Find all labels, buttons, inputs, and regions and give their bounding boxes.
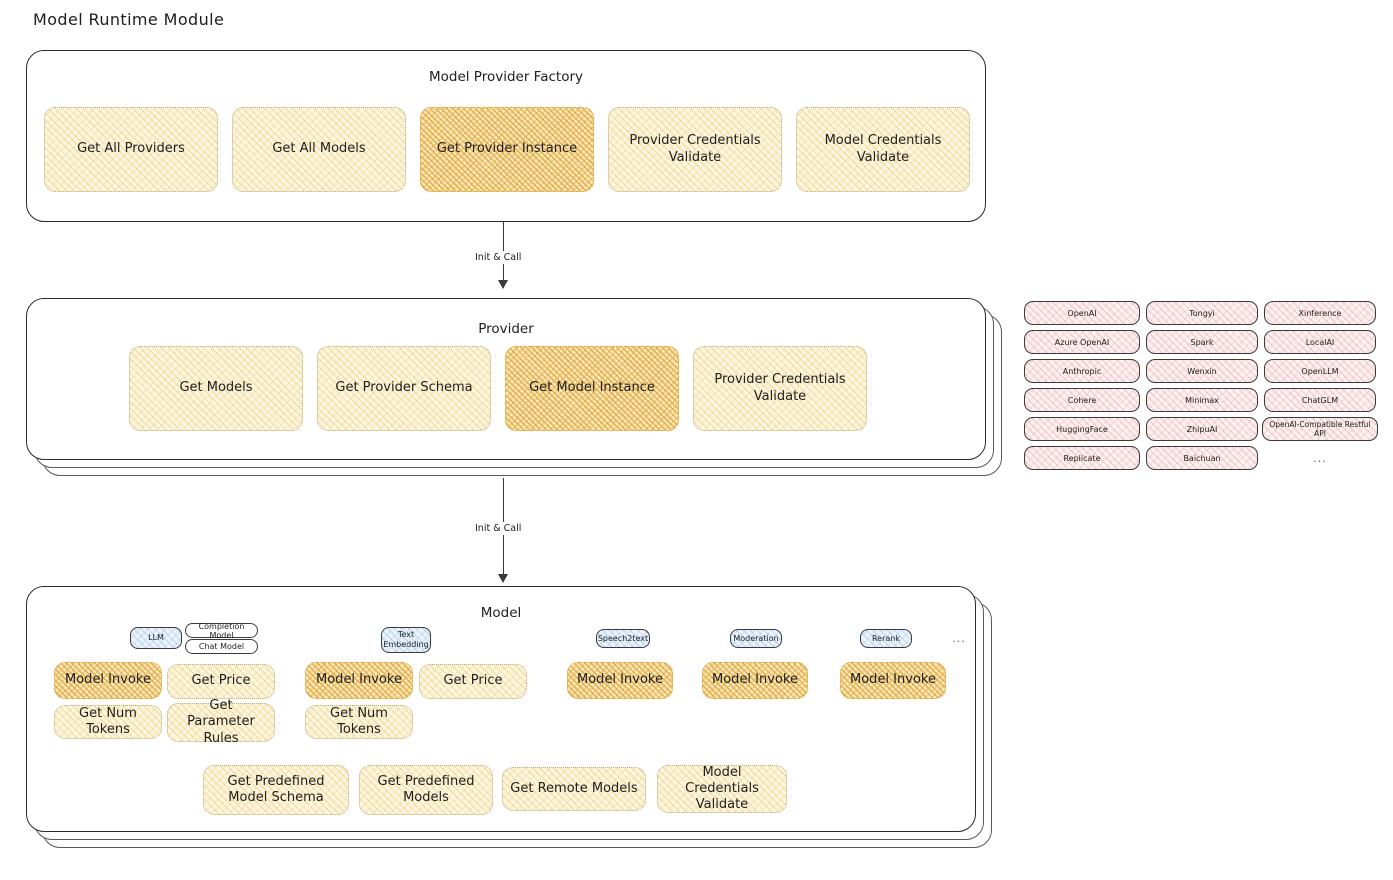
provider-node-get-models[interactable]: Get Models <box>129 346 303 431</box>
provider-chip-spark[interactable]: Spark <box>1146 330 1258 354</box>
model-title: Model <box>480 605 522 621</box>
provider-chip-chatglm[interactable]: ChatGLM <box>1264 388 1376 412</box>
provider-chip-wenxin[interactable]: Wenxin <box>1146 359 1258 383</box>
provider-node-provider-credentials-validate[interactable]: Provider Credentials Validate <box>693 346 867 431</box>
model-common-method-get-remote-models[interactable]: Get Remote Models <box>502 767 646 811</box>
model-type-chip-rerank[interactable]: Rerank <box>860 629 912 648</box>
provider-chip-azure-openai[interactable]: Azure OpenAI <box>1024 330 1140 354</box>
arrow-factory-to-provider-label: Init & Call <box>472 251 525 264</box>
provider-chip-tongyi[interactable]: Tongyi <box>1146 301 1258 325</box>
provider-chip-baichuan[interactable]: Baichuan <box>1146 446 1258 470</box>
provider-chip-xinference[interactable]: Xinference <box>1264 301 1376 325</box>
provider-chip-huggingface[interactable]: HuggingFace <box>1024 417 1140 441</box>
speech2text-method-model-invoke[interactable]: Model Invoke <box>567 662 673 699</box>
model-subtype-chip-chat-model[interactable]: Chat Model <box>185 639 258 654</box>
text-embedding-method-model-invoke[interactable]: Model Invoke <box>305 662 413 699</box>
provider-chip-openllm[interactable]: OpenLLM <box>1264 359 1376 383</box>
provider-title: Provider <box>478 321 534 337</box>
text-embedding-method-get-price[interactable]: Get Price <box>419 664 527 699</box>
factory-node-get-all-models[interactable]: Get All Models <box>232 107 406 192</box>
llm-method-get-price[interactable]: Get Price <box>167 664 275 699</box>
model-types-ellipsis: ... <box>952 632 966 645</box>
provider-chip-cohere[interactable]: Cohere <box>1024 388 1140 412</box>
model-type-chip-speech2text[interactable]: Speech2text <box>596 629 650 648</box>
provider-chip-anthropic[interactable]: Anthropic <box>1024 359 1140 383</box>
provider-chip-localai[interactable]: LocalAI <box>1264 330 1376 354</box>
model-common-method-get-predefined-model-schema[interactable]: Get Predefined Model Schema <box>203 765 349 815</box>
llm-method-model-invoke[interactable]: Model Invoke <box>54 662 162 699</box>
provider-chip-openai[interactable]: OpenAI <box>1024 301 1140 325</box>
moderation-method-model-invoke[interactable]: Model Invoke <box>702 662 808 699</box>
provider-chip-minimax[interactable]: Minimax <box>1146 388 1258 412</box>
provider-chip-replicate[interactable]: Replicate <box>1024 446 1140 470</box>
arrow-provider-to-model-head <box>498 574 508 583</box>
provider-chip-zhipuai[interactable]: ZhipuAI <box>1146 417 1258 441</box>
text-embedding-method-get-num-tokens[interactable]: Get Num Tokens <box>305 705 413 739</box>
model-common-method-model-credentials-validate[interactable]: Model Credentials Validate <box>657 765 787 813</box>
factory-node-get-provider-instance[interactable]: Get Provider Instance <box>420 107 594 192</box>
model-type-chip-text-embedding[interactable]: Text Embedding <box>381 627 431 653</box>
rerank-method-model-invoke[interactable]: Model Invoke <box>840 662 946 699</box>
model-subtype-chip-completion-model[interactable]: Completion Model <box>185 622 258 640</box>
arrow-provider-to-model-label: Init & Call <box>472 522 525 535</box>
llm-method-get-parameter-rules[interactable]: Get Parameter Rules <box>167 698 275 746</box>
factory-node-model-credentials-validate[interactable]: Model Credentials Validate <box>796 107 970 192</box>
provider-list-ellipsis: ... <box>1313 452 1327 465</box>
arrow-factory-to-provider-head <box>498 280 508 289</box>
factory-node-get-all-providers[interactable]: Get All Providers <box>44 107 218 192</box>
factory-node-provider-credentials-validate[interactable]: Provider Credentials Validate <box>608 107 782 192</box>
provider-node-get-model-instance[interactable]: Get Model Instance <box>505 346 679 431</box>
model-type-chip-llm[interactable]: LLM <box>130 627 182 649</box>
provider-node-get-provider-schema[interactable]: Get Provider Schema <box>317 346 491 431</box>
provider-chip-openai-compatible-restful-api[interactable]: OpenAI-Compatible Restful API <box>1262 417 1378 441</box>
model-provider-factory-title: Model Provider Factory <box>428 69 583 85</box>
model-type-chip-moderation[interactable]: Moderation <box>730 629 782 648</box>
page-title: Model Runtime Module <box>33 10 225 29</box>
model-common-method-get-predefined-models[interactable]: Get Predefined Models <box>359 765 493 815</box>
llm-method-get-num-tokens[interactable]: Get Num Tokens <box>54 705 162 739</box>
